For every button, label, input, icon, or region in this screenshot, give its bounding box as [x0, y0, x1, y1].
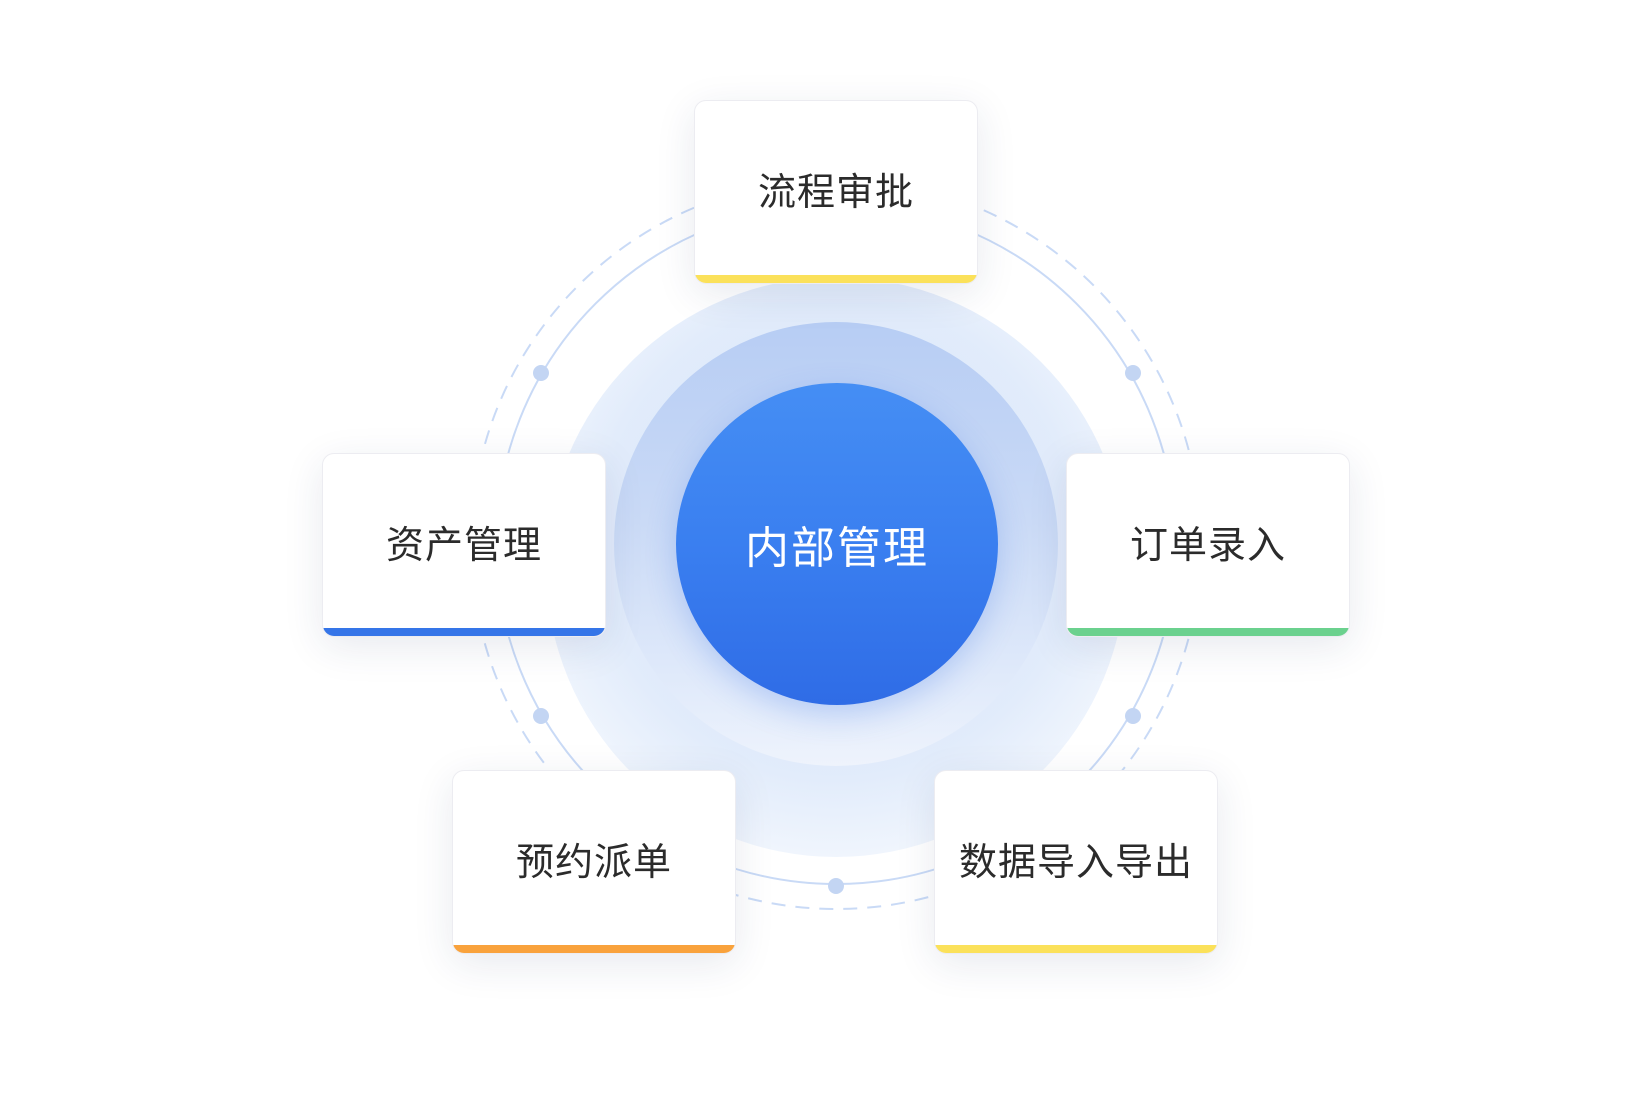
- orbit-dot: [1125, 708, 1141, 724]
- node-card-orders[interactable]: 订单录入: [1066, 453, 1350, 637]
- center-node[interactable]: 内部管理: [676, 383, 998, 705]
- orbit-dot: [533, 365, 549, 381]
- accent-bar: [453, 945, 735, 953]
- accent-bar: [323, 628, 605, 636]
- accent-bar: [935, 945, 1217, 953]
- node-card-dispatch[interactable]: 预约派单: [452, 770, 736, 954]
- node-label: 订单录入: [1129, 522, 1286, 567]
- node-label: 资产管理: [385, 522, 542, 567]
- node-card-data-import-export[interactable]: 数据导入导出: [934, 770, 1218, 954]
- node-label: 预约派单: [515, 839, 672, 884]
- center-node-label: 内部管理: [745, 523, 929, 574]
- orbit-dot: [1125, 365, 1141, 381]
- orbit-dot: [533, 708, 549, 724]
- orbit-dot: [828, 878, 844, 894]
- node-card-approval[interactable]: 流程审批: [694, 100, 978, 284]
- accent-bar: [695, 275, 977, 283]
- node-card-assets[interactable]: 资产管理: [322, 453, 606, 637]
- node-label: 流程审批: [757, 169, 914, 214]
- accent-bar: [1067, 628, 1349, 636]
- node-label: 数据导入导出: [958, 839, 1193, 884]
